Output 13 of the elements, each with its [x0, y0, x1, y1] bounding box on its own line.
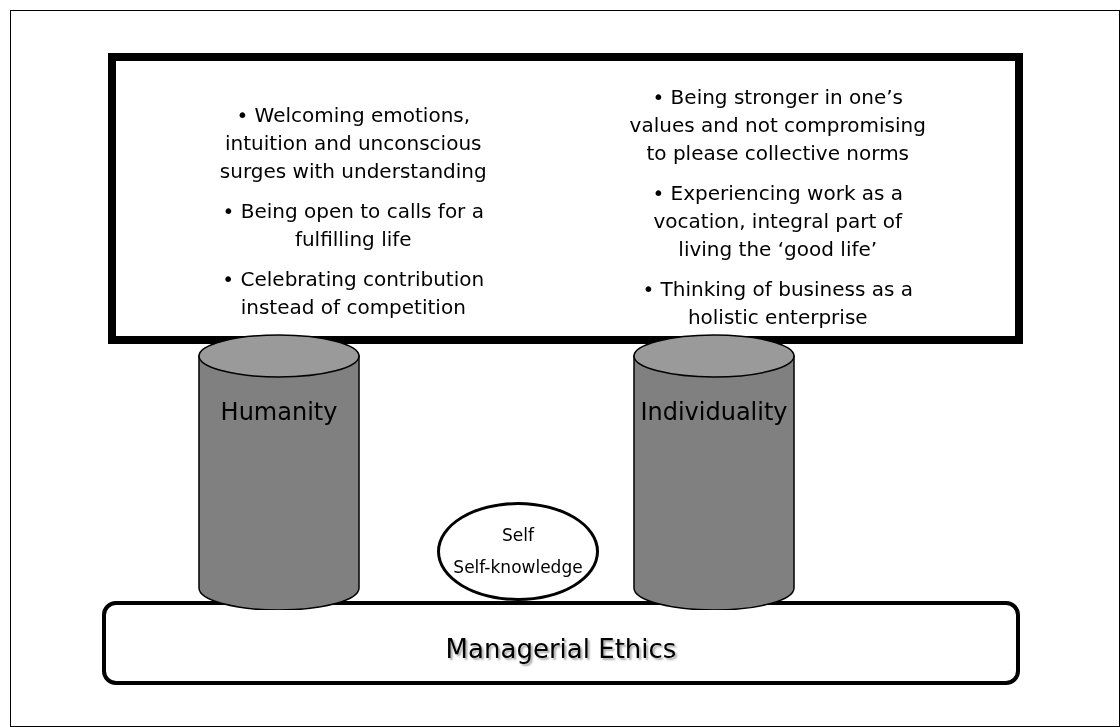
text-panel	[108, 53, 1023, 344]
cylinder-label: Humanity	[220, 397, 338, 428]
cylinder-label: Individuality	[640, 397, 788, 428]
ellipse-label: Self-knowledge	[453, 555, 583, 579]
bullet-text: • Experiencing work as a vocation, integral part of living the ‘good life’	[651, 180, 905, 263]
bullet-text: • Being open to calls for a fulfilling life	[221, 198, 485, 253]
base-label: Managerial Ethics	[445, 632, 677, 666]
base-box	[102, 601, 1020, 685]
bullet-text: • Thinking of business as a holistic enterprise	[641, 276, 915, 331]
ellipse-label: Self	[502, 524, 534, 547]
bullet-text: • Welcoming emotions, intuition and unconscious surges with understanding	[218, 102, 488, 185]
bullet-text: • Being stronger in one’s values and not compromising to please collective norms	[628, 84, 927, 167]
bullet-text: • Celebrating contribution instead of competition	[221, 266, 486, 321]
